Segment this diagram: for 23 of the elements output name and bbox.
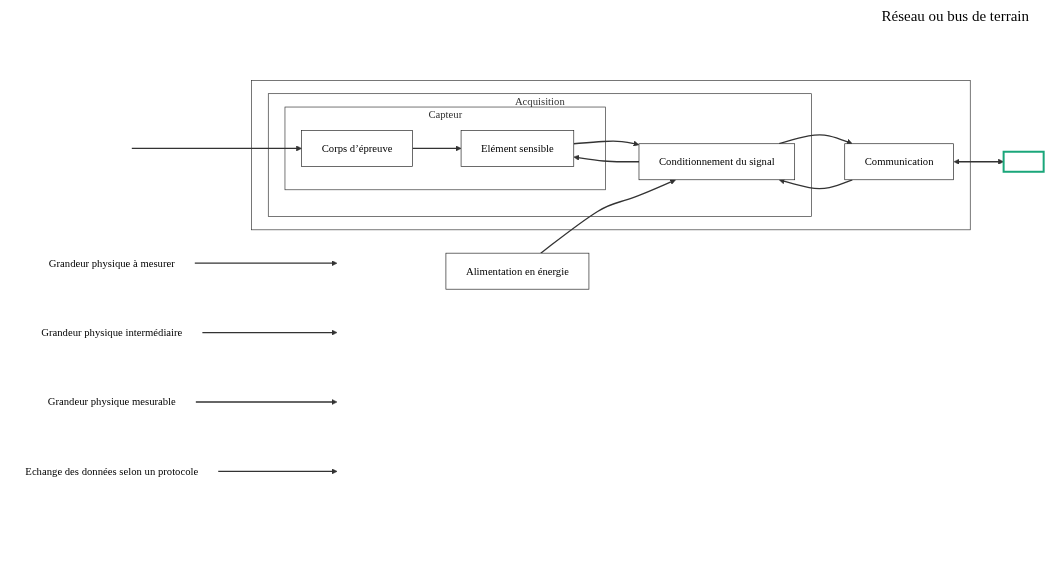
node-box: Conditionnement du signal — [638, 143, 795, 181]
arrow — [131, 145, 302, 152]
node-text: Grandeur physique intermédiaire — [41, 326, 183, 339]
node-box — [1002, 150, 1045, 173]
arrow — [217, 468, 338, 475]
arrow — [194, 260, 338, 267]
node-text: Grandeur physique mesurable — [47, 396, 176, 408]
node-box: Communication — [844, 143, 954, 181]
network-label: Réseau ou bus de terrain — [881, 8, 1029, 25]
cluster — [251, 80, 971, 231]
arrow — [411, 145, 462, 152]
arrow — [201, 329, 338, 336]
arrow — [778, 178, 853, 190]
arrow — [953, 158, 1004, 165]
node-box: Alimentation en énergie — [445, 252, 590, 290]
arrow — [195, 399, 338, 406]
node-box: Elément sensible — [460, 130, 575, 167]
arrow — [573, 154, 640, 163]
node-text: Echange des données selon un protocole — [25, 465, 199, 477]
arrow — [540, 179, 676, 254]
node-text: Grandeur physique à mesurer — [48, 257, 175, 269]
arrow — [573, 140, 640, 147]
node-box: Corps d’épreuve — [301, 130, 413, 167]
